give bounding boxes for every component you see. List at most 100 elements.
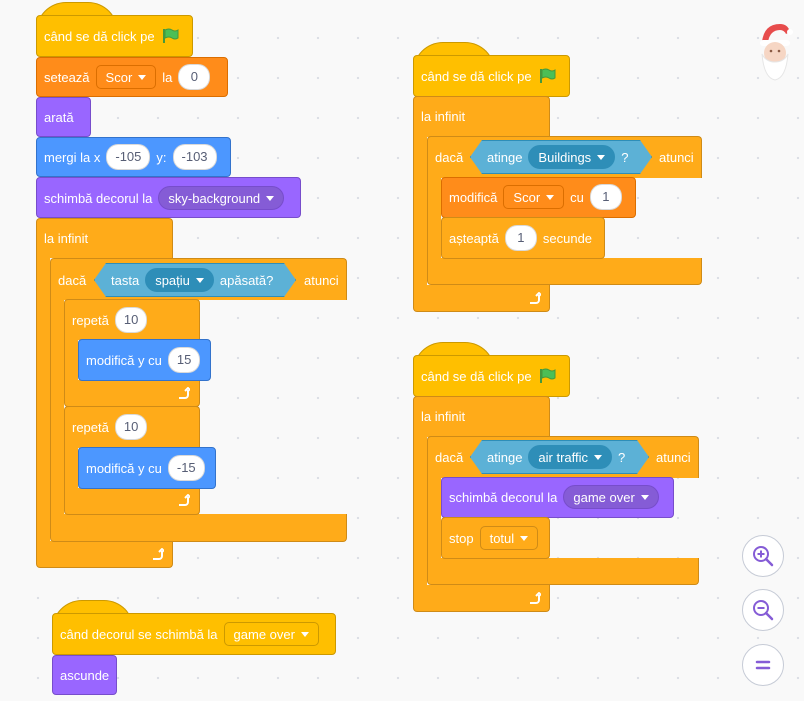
zoom-in-icon [753,546,774,567]
variable-name: Scor [105,69,133,85]
if-foot [50,514,347,542]
chevron-down-icon [520,535,529,541]
then-label: atunci [656,449,691,465]
hat-row: când se dă click pe [421,364,556,388]
variable-name: Scor [513,189,541,205]
change-by-label: cu [570,189,584,205]
key-label: tasta [111,272,140,288]
wait-input[interactable]: 1 [504,225,537,251]
chevron-down-icon [300,631,309,637]
key-name: spațiu [155,272,190,288]
backdrop-dropdown[interactable]: sky-background [158,186,285,210]
change-y-label: modifică y cu [86,460,162,476]
wait-row: așteaptă 1 secunde [449,225,592,251]
key-pressed-row: tasta spațiu apăsată? [111,268,273,292]
touch-target-dropdown[interactable]: air traffic [528,445,613,469]
if-label-cell: dacă [435,445,463,469]
forever-arm [413,136,427,286]
forever-arm [413,436,427,586]
wait-unit: secunde [542,230,593,246]
switch-label: schimbă decorul la [449,489,558,505]
if-foot [427,558,699,585]
hat-label: când decorul se schimbă la [60,626,218,642]
x-input[interactable]: -105 [106,144,151,170]
touch-question: ? [618,449,626,465]
key-dropdown[interactable]: spațiu [145,268,214,292]
stop-option-name: totul [489,530,515,546]
zoom-reset-button[interactable] [742,644,784,686]
set-variable-row: setează Scor la 0 [44,64,211,90]
green-flag-icon [539,68,556,83]
repeat-count-input[interactable]: 10 [114,414,148,440]
repeat-count-input[interactable]: 10 [114,307,148,333]
goto-label: mergi la x [44,149,101,165]
variable-dropdown[interactable]: Scor [503,185,565,209]
chevron-down-icon [594,454,603,460]
chevron-down-icon [546,194,555,200]
forever-block[interactable] [413,96,550,137]
loop-arrow-icon [153,548,164,560]
then-cell: atunci [304,268,339,292]
hat-row: când se dă click pe [421,64,556,88]
chevron-down-icon [266,195,275,201]
if-label-cell: dacă [58,268,86,292]
chevron-down-icon [138,74,147,80]
stop-option-dropdown[interactable]: totul [479,526,539,550]
zoom-out-button[interactable] [742,589,784,631]
y-input[interactable]: -103 [172,144,217,170]
repeat-row-1: repetă 10 [72,307,148,333]
change-value-input[interactable]: 1 [589,184,622,210]
forever-block[interactable] [36,218,173,258]
forever-row: la infinit [421,104,465,128]
touch-target-dropdown[interactable]: Buildings [528,145,616,169]
variable-dropdown[interactable]: Scor [95,65,157,89]
forever-arm [36,257,50,542]
forever-foot [413,285,550,312]
forever-foot [413,585,550,612]
change-y-input[interactable]: -15 [167,455,205,481]
loop-arrow-icon [530,592,541,604]
touch-label: atinge [487,149,523,165]
switch-backdrop-row: schimbă decorul la sky-background [44,185,285,211]
switch-label: schimbă decorul la [44,190,153,206]
zoom-reset-icon [755,660,771,670]
forever-label: la infinit [421,108,466,124]
then-cell: atunci [656,445,691,469]
loop-arrow-icon [179,494,190,506]
hat-label: când se dă click pe [44,28,155,44]
change-y-label: modifică y cu [86,352,162,368]
touch-label: atinge [487,449,523,465]
wait-label: așteaptă [449,230,499,246]
chevron-down-icon [640,494,649,500]
chevron-down-icon [195,277,204,283]
backdrop-dropdown[interactable]: game over [223,622,319,646]
show-block[interactable] [36,97,91,137]
zoom-in-button[interactable] [742,535,784,577]
change-y-input[interactable]: 15 [167,347,201,373]
hide-label: ascunde [60,667,110,683]
if-foot [427,258,702,285]
forever-label: la infinit [44,230,89,246]
switch-backdrop-row: schimbă decorul la game over [449,484,659,510]
chevron-down-icon [597,154,606,160]
backdrop-name: sky-background [168,190,261,206]
repeat-label: repetă [72,419,109,435]
touch-target-name: Buildings [538,149,592,165]
green-flag-icon [162,28,179,43]
forever-block[interactable] [413,396,550,437]
forever-label: la infinit [421,408,466,424]
if-label: dacă [435,149,464,165]
repeat-label: repetă [72,312,109,328]
if-label: dacă [435,449,464,465]
show-row: arată [44,104,74,130]
set-label: setează [44,69,90,85]
hat-row: când se dă click pe [44,24,179,48]
backdrop-hat-row: când decorul se schimbă la game over [60,622,319,646]
y-label: y: [156,149,167,165]
forever-row: la infinit [44,226,88,250]
hide-block[interactable] [52,655,117,695]
backdrop-dropdown[interactable]: game over [563,485,659,509]
set-value-input[interactable]: 0 [178,64,211,90]
stop-row: stop totul [449,525,539,551]
show-label: arată [44,109,74,125]
